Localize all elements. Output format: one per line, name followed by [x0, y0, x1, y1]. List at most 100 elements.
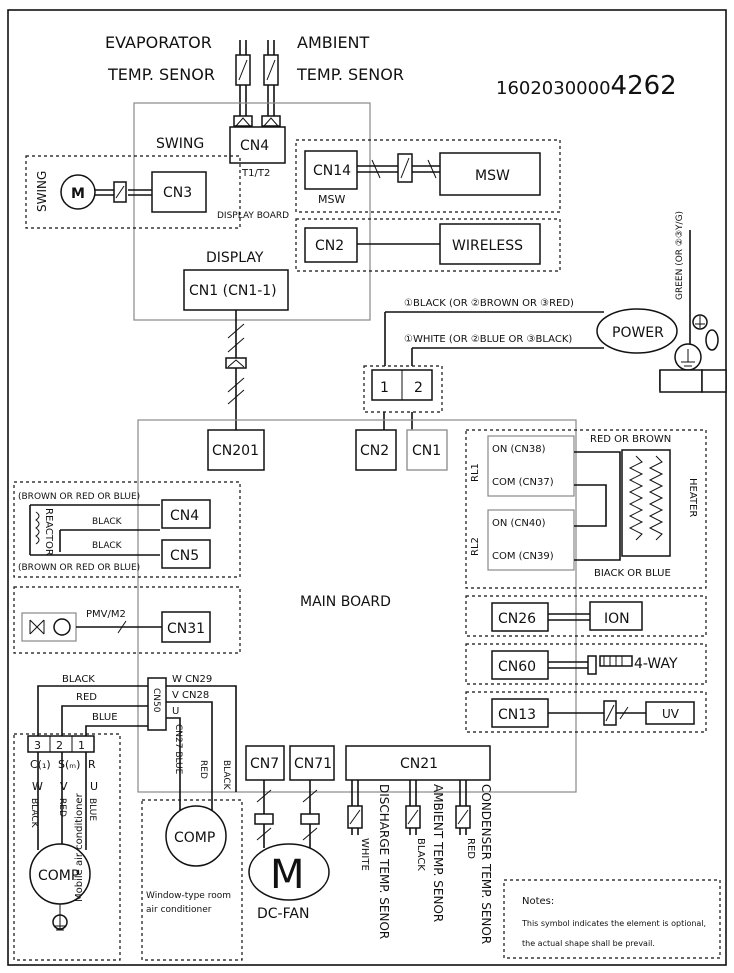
u-label: U	[172, 706, 179, 717]
cn71-label: CN71	[294, 756, 332, 772]
evaporator-label-line1: EVAPORATOR	[105, 33, 212, 52]
wire-red-label: RED	[76, 692, 97, 703]
wireless-group	[295, 218, 561, 272]
notes-title: Notes:	[522, 896, 554, 907]
cn1-main-label: CN1	[412, 443, 441, 459]
ion-label: ION	[604, 611, 630, 627]
reactor-wire-top-label: (BROWN OR RED OR BLUE)	[18, 492, 140, 502]
pmv-motor-icon	[53, 618, 71, 636]
sensor-black-label: BLACK	[415, 838, 426, 871]
top-sensor-leads	[233, 40, 281, 127]
sensor-red-label: RED	[465, 838, 476, 859]
cn1-display-label: CN1 (CN1-1)	[189, 283, 277, 299]
terminal-s-label: S(ₘ)	[58, 758, 80, 771]
terminal-u-color: BLUE	[87, 798, 97, 821]
power-wires	[384, 311, 604, 366]
swing-motor-glyph: M	[71, 186, 85, 202]
cn3-label: CN3	[163, 185, 192, 201]
cn7-connector	[245, 745, 285, 781]
cn71-connector	[289, 745, 335, 781]
msw-box-label: MSW	[475, 168, 510, 184]
cn13-connector	[491, 698, 549, 728]
cn4-display-label: CN4	[240, 138, 269, 154]
swing-label: SWING	[156, 136, 204, 152]
cn5-connector	[161, 539, 211, 569]
cn4-display-connector	[229, 126, 286, 164]
ambient-label-line2: TEMP. SENOR	[296, 65, 404, 84]
terminal-2-label: 2	[414, 380, 423, 396]
condenser-sensor-label: CONDENSER TEMP. SENOR	[479, 784, 493, 944]
pmv-valve-icon	[29, 619, 45, 635]
ground-terminal-icon	[659, 369, 703, 393]
window-comp-group	[141, 799, 243, 961]
display-board-outline	[133, 102, 371, 321]
power-wire1-label: ①BLACK (OR ②BROWN OR ③RED)	[404, 298, 574, 309]
cn60-label: CN60	[498, 659, 536, 675]
wire-black-label: BLACK	[62, 674, 95, 685]
dc-fan-motor-icon	[248, 843, 330, 901]
discharge-sensor-label: DISCHARGE TEMP. SENOR	[377, 784, 391, 939]
black-blue-label: BIACK OR BLUE	[594, 568, 671, 579]
notes-line1: This symbol indicates the element is opt…	[521, 919, 706, 928]
terminal-c-label: C(₁)	[30, 758, 51, 771]
cn60-connector	[491, 650, 549, 680]
cn14-label: CN14	[313, 163, 351, 179]
reactor-group	[13, 481, 241, 578]
sensor-white-label: WHITE	[359, 838, 370, 871]
evaporator-label-line2: TEMP. SENOR	[107, 65, 215, 84]
ion-box	[589, 601, 643, 631]
part-code-suffix: 4262	[611, 71, 677, 101]
four-way-group	[465, 643, 707, 685]
heater-element-icon	[621, 449, 671, 557]
relay-rl2-outline	[487, 509, 575, 571]
window-comp-label: COMP	[174, 830, 215, 846]
mobile-terminal-block	[27, 735, 95, 753]
window-black-label: BLACK	[221, 760, 231, 791]
wireless-label: WIRELESS	[452, 238, 523, 254]
pmv-label: PMV/M2	[86, 609, 126, 620]
on38-label: ON (CN38)	[492, 444, 546, 455]
power-wire2-label: ①WHITE (OR ②BLUE OR ③BLACK)	[404, 334, 572, 345]
w-cn29-label: W CN29	[172, 674, 212, 685]
uv-group	[465, 691, 707, 733]
terminal-v-label: V	[60, 780, 68, 793]
main-board-label: MAIN BOARD	[300, 594, 391, 610]
terminal-r-label: R	[88, 758, 96, 771]
window-caption-line2: air conditioner	[146, 905, 212, 915]
window-comp-wires	[166, 685, 237, 810]
mobile-comp-group	[13, 733, 121, 961]
swing-motor-label: SWING	[35, 171, 49, 212]
outer-frame	[7, 9, 727, 966]
window-caption-line1: Window-type room	[146, 891, 231, 901]
cn14-connector	[304, 150, 358, 190]
cn26-connector	[491, 602, 549, 632]
mobile-comp-caption: Mobile air conditioner	[74, 792, 85, 902]
heater-group	[465, 429, 707, 589]
reactor-wire-bottom-label: (BROWN OR RED OR BLUE)	[18, 563, 140, 573]
reactor-black2-label: BLACK	[92, 541, 123, 551]
ambient2-sensor-label: AMBIENT TEMP. SENOR	[431, 784, 445, 922]
cn2-main-label: CN2	[360, 443, 389, 459]
terminal-block	[363, 365, 443, 413]
cn4-main-connector	[161, 499, 211, 529]
terminal-2m-label: 2	[56, 739, 63, 752]
display-link-connector-icon	[225, 357, 247, 369]
terminal-u-label: U	[90, 780, 98, 793]
ground-wire-label: GREEN (OR ②③Y/G)	[675, 211, 685, 300]
cn31-connector	[161, 611, 211, 643]
notes-box	[503, 879, 721, 959]
msw-box	[439, 152, 541, 196]
cn26-label: CN26	[498, 611, 536, 627]
rl2-label: RL2	[470, 537, 481, 556]
com39-label: COM (CN39)	[492, 551, 554, 562]
window-red-label: RED	[198, 760, 208, 779]
cn201-connector	[207, 429, 265, 471]
t1t2-label: T1/T2	[241, 168, 270, 179]
relay-rl1-outline	[487, 435, 575, 497]
red-brown-label: RED OR BROWN	[590, 434, 671, 445]
terminal-w-color: BLACK	[29, 798, 39, 829]
rl1-label: RL1	[470, 463, 481, 482]
heater-label: HEATER	[687, 478, 698, 517]
msw-small-label: MSW	[318, 193, 345, 206]
